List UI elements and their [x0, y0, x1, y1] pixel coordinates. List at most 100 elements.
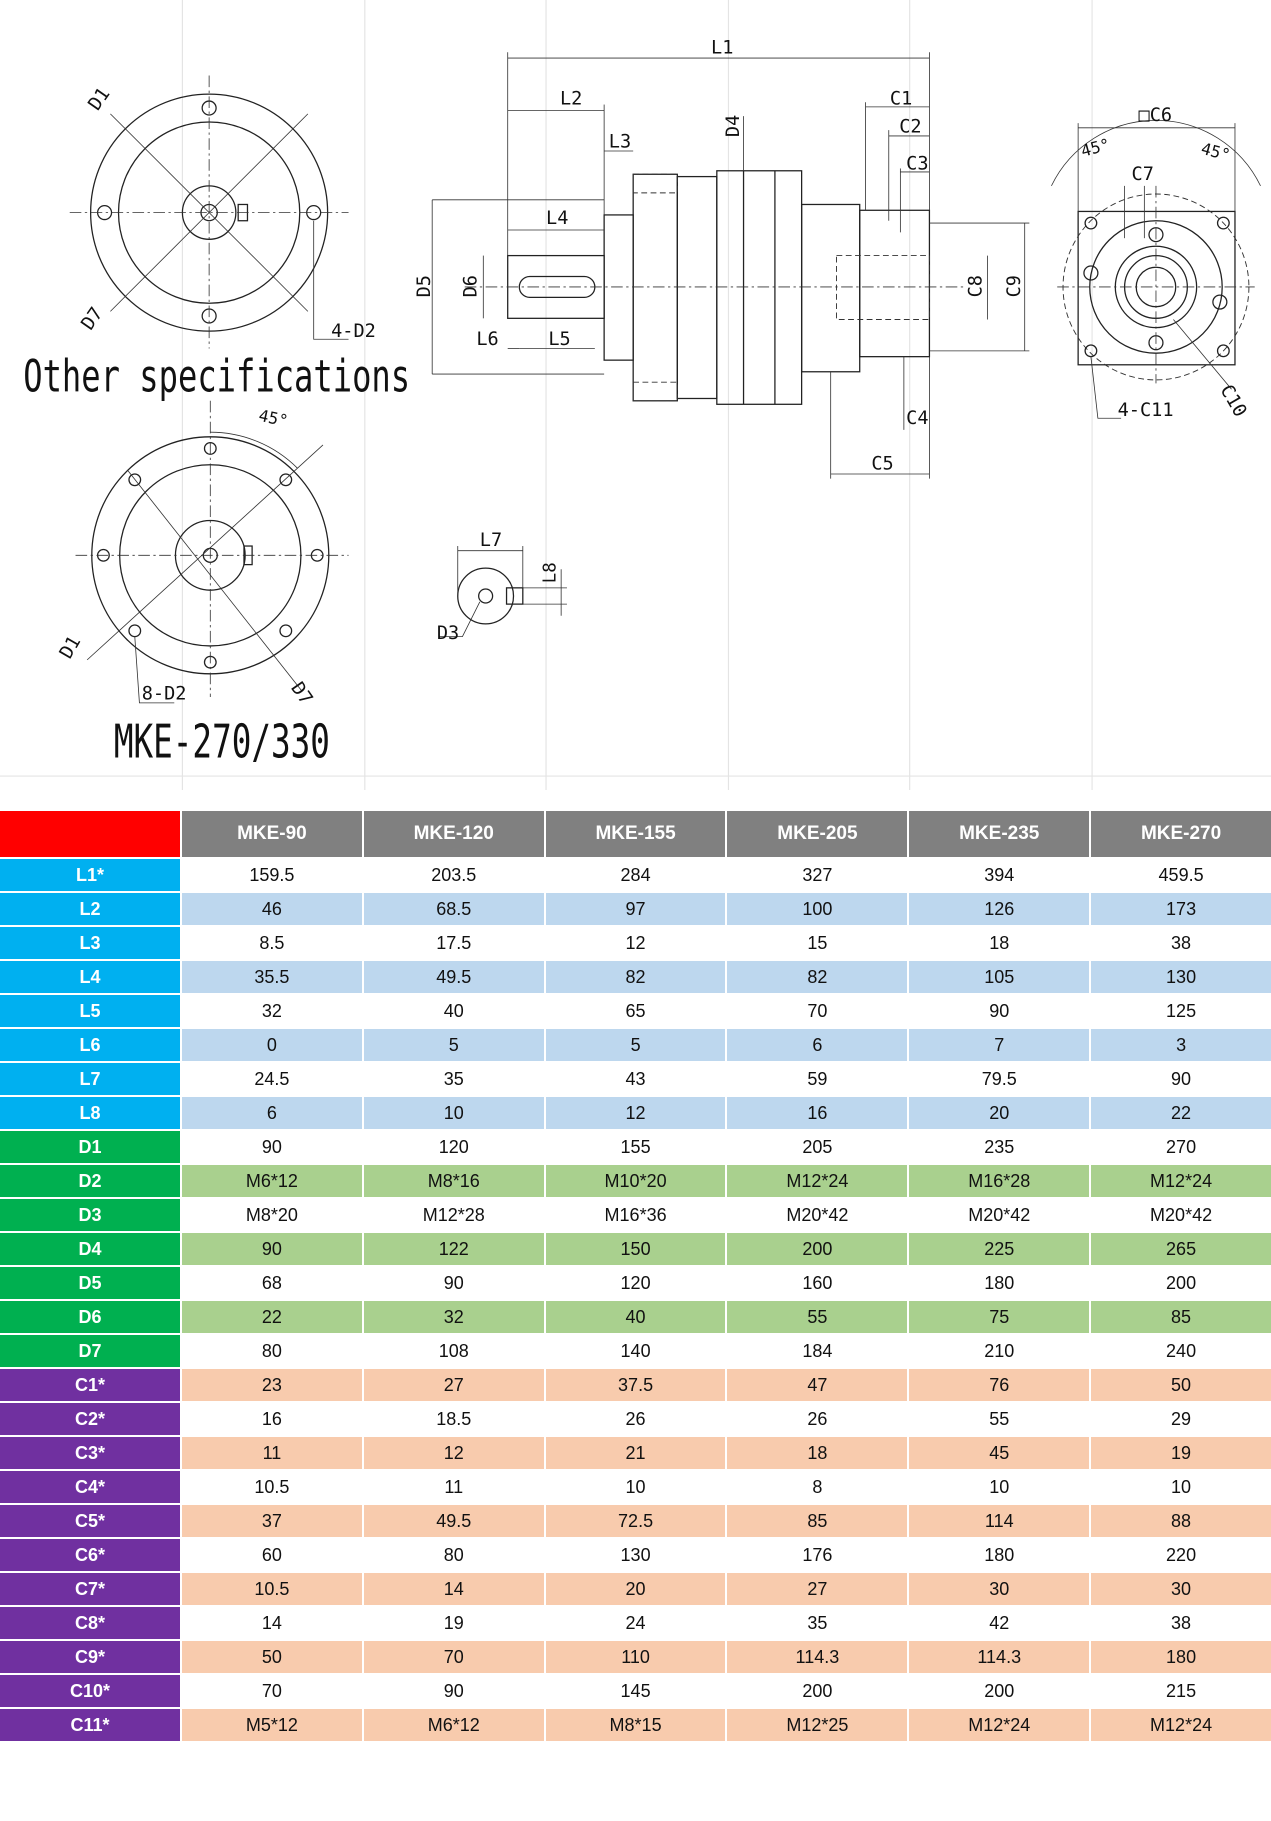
table-cell: 18	[909, 927, 1090, 959]
table-cell: 37	[182, 1505, 362, 1537]
table-cell: M12*25	[727, 1709, 908, 1741]
table-cell: 159.5	[182, 859, 362, 891]
table-cell: 42	[909, 1607, 1090, 1639]
table-cell: 90	[182, 1131, 362, 1163]
table-cell: 68	[182, 1267, 362, 1299]
row-label: D3	[0, 1199, 180, 1231]
table-cell: M5*12	[182, 1709, 362, 1741]
label-c10: C10	[1216, 381, 1251, 421]
technical-drawing: D1 D7 4-D2 Other specifications 45° D1 8…	[0, 0, 1271, 790]
row-label: L2	[0, 893, 180, 925]
table-cell: 126	[909, 893, 1090, 925]
table-cell: 327	[727, 859, 908, 891]
table-cell: 85	[727, 1505, 908, 1537]
label-c5: C5	[871, 453, 893, 474]
table-cell: 184	[727, 1335, 908, 1367]
column-header: MKE-205	[727, 811, 908, 857]
table-cell: 32	[363, 1301, 544, 1333]
label-c2: C2	[899, 116, 921, 137]
row-label: L8	[0, 1097, 180, 1129]
row-label: C2*	[0, 1403, 180, 1435]
table-corner-cell	[0, 811, 180, 857]
label-d3: D3	[437, 623, 459, 644]
table-cell: 160	[727, 1267, 908, 1299]
row-label: L1*	[0, 859, 180, 891]
table-cell: 43	[545, 1063, 726, 1095]
label-c4: C4	[906, 408, 928, 429]
table-cell: 270	[1091, 1131, 1271, 1163]
row-label: D7	[0, 1335, 180, 1367]
table-cell: 72.5	[545, 1505, 726, 1537]
table-cell: 14	[363, 1573, 544, 1605]
table-cell: 22	[182, 1301, 362, 1333]
table-cell: 88	[1091, 1505, 1271, 1537]
label-d1-b: D1	[56, 633, 85, 663]
table-cell: 16	[727, 1097, 908, 1129]
table-cell: 100	[727, 893, 908, 925]
table-cell: M10*20	[545, 1165, 726, 1197]
column-header: MKE-235	[909, 811, 1090, 857]
table-cell: M12*24	[1091, 1165, 1271, 1197]
label-l4: L4	[546, 208, 568, 229]
table-cell: 150	[545, 1233, 726, 1265]
table-cell: M16*36	[545, 1199, 726, 1231]
label-d1: D1	[84, 84, 114, 114]
table-cell: 18.5	[363, 1403, 544, 1435]
table-cell: 130	[545, 1539, 726, 1571]
table-cell: 120	[363, 1131, 544, 1163]
table-cell: 122	[363, 1233, 544, 1265]
row-label: D5	[0, 1267, 180, 1299]
table-cell: 46	[182, 893, 362, 925]
table-cell: M12*24	[727, 1165, 908, 1197]
table-cell: 12	[545, 927, 726, 959]
table-cell: 19	[363, 1607, 544, 1639]
table-cell: 265	[1091, 1233, 1271, 1265]
row-label: C7*	[0, 1573, 180, 1605]
table-cell: 220	[1091, 1539, 1271, 1571]
label-c1: C1	[890, 89, 912, 110]
label-d4: D4	[723, 115, 744, 137]
table-cell: M8*16	[363, 1165, 544, 1197]
label-angle-45-left: 45°	[1079, 135, 1112, 161]
label-l2: L2	[560, 89, 582, 110]
table-cell: 35.5	[182, 961, 362, 993]
table-cell: 80	[182, 1335, 362, 1367]
table-cell: 65	[545, 995, 726, 1027]
table-cell: 140	[545, 1335, 726, 1367]
table-cell: 0	[182, 1029, 362, 1061]
row-label: C9*	[0, 1641, 180, 1673]
table-cell: 200	[727, 1233, 908, 1265]
table-cell: 110	[545, 1641, 726, 1673]
table-cell: 155	[545, 1131, 726, 1163]
label-c3: C3	[906, 154, 928, 175]
table-cell: 68.5	[363, 893, 544, 925]
label-l8: L8	[540, 562, 560, 583]
table-cell: 10	[909, 1471, 1090, 1503]
table-cell: 26	[545, 1403, 726, 1435]
table-cell: 29	[1091, 1403, 1271, 1435]
flange-270-330-view: 45° D1 8-D2 D7	[56, 400, 349, 709]
table-cell: 90	[182, 1233, 362, 1265]
table-cell: 200	[909, 1675, 1090, 1707]
table-cell: 82	[727, 961, 908, 993]
table-cell: 40	[545, 1301, 726, 1333]
table-cell: 20	[909, 1097, 1090, 1129]
table-cell: 70	[727, 995, 908, 1027]
table-cell: 23	[182, 1369, 362, 1401]
table-cell: 85	[1091, 1301, 1271, 1333]
table-cell: 114.3	[909, 1641, 1090, 1673]
table-cell: 20	[545, 1573, 726, 1605]
table-cell: 22	[1091, 1097, 1271, 1129]
column-header: MKE-270	[1091, 811, 1271, 857]
table-cell: 70	[182, 1675, 362, 1707]
table-cell: 180	[909, 1267, 1090, 1299]
column-header: MKE-120	[363, 811, 544, 857]
row-label: L3	[0, 927, 180, 959]
table-cell: 45	[909, 1437, 1090, 1469]
table-cell: 50	[1091, 1369, 1271, 1401]
table-cell: 38	[1091, 927, 1271, 959]
table-cell: 18	[727, 1437, 908, 1469]
table-cell: 76	[909, 1369, 1090, 1401]
table-cell: 114	[909, 1505, 1090, 1537]
table-cell: 37.5	[545, 1369, 726, 1401]
